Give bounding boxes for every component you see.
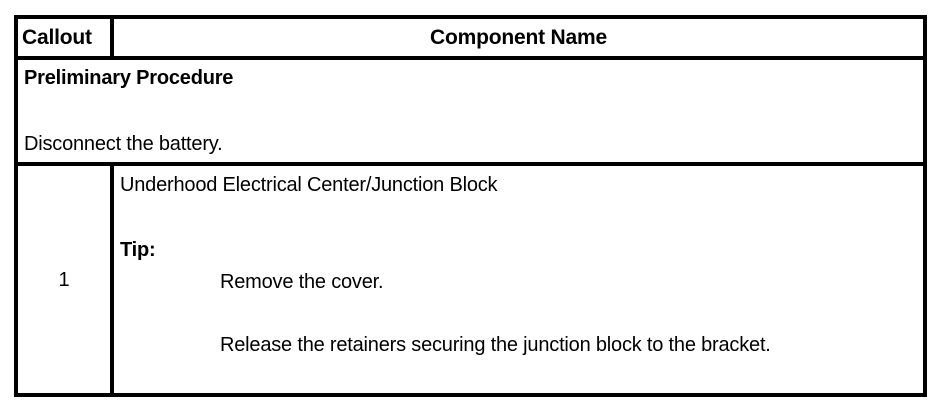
preliminary-procedure-step: Disconnect the battery.	[24, 133, 223, 155]
callout-column-header: Callout	[22, 26, 92, 49]
table-row: 1 Underhood Electrical Center/Junction B…	[18, 166, 923, 393]
service-procedure-table: Callout Component Name Preliminary Proce…	[14, 15, 927, 397]
component-name-column-header: Component Name	[430, 26, 607, 49]
header-cell-callout: Callout	[18, 19, 114, 56]
preliminary-procedure-row: Preliminary Procedure Disconnect the bat…	[18, 60, 923, 166]
callout-number: 1	[58, 268, 70, 291]
callout-number-cell: 1	[18, 166, 114, 393]
tip-instruction-line: Remove the cover.	[220, 271, 384, 293]
table-header-row: Callout Component Name	[18, 19, 923, 60]
header-cell-component-name: Component Name	[114, 19, 923, 56]
tip-label: Tip:	[120, 239, 156, 261]
component-name-text: Underhood Electrical Center/Junction Blo…	[120, 174, 498, 196]
component-detail-cell: Underhood Electrical Center/Junction Blo…	[114, 166, 923, 393]
tip-instruction-line: Release the retainers securing the junct…	[220, 334, 771, 356]
preliminary-procedure-title: Preliminary Procedure	[24, 67, 234, 89]
